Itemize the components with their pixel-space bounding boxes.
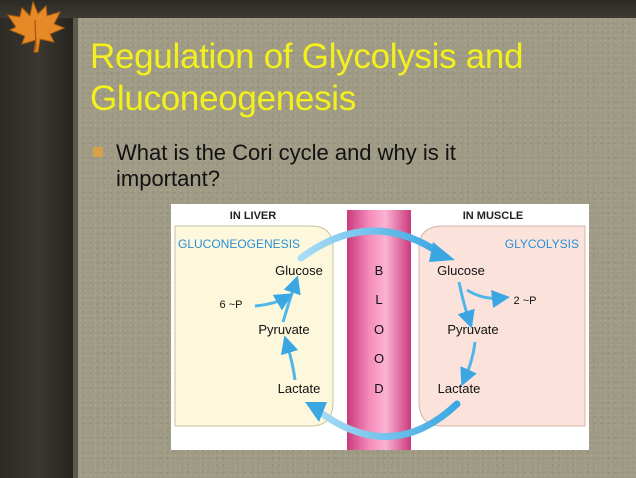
liver-energy-label: 6 ~P [220, 299, 243, 311]
muscle-process-label: GLYCOLYSIS [505, 237, 579, 251]
cori-cycle-diagram: IN LIVER IN MUSCLE GLUCONEOGENESIS GLYCO… [174, 210, 586, 450]
glucose-to-muscle-arrow [297, 227, 445, 262]
bullet-marker [93, 147, 103, 157]
muscle-energy-label: 2 ~P [514, 295, 537, 307]
muscle-pyruvate: Pyruvate [447, 322, 498, 337]
lactate-to-pyruvate-arrow [280, 335, 299, 381]
title-line-2: Gluconeogenesis [90, 79, 356, 118]
glucose-to-muscle-arrowhead [429, 242, 455, 262]
title-line-1: Regulation of Glycolysis and [90, 37, 524, 76]
muscle-header: IN MUSCLE [463, 210, 524, 222]
bullet-line-2: important? [116, 166, 220, 191]
blood-letter: L [375, 292, 382, 307]
blood-letter: D [374, 381, 383, 396]
cori-cycle-figure: IN LIVER IN MUSCLE GLUCONEOGENESIS GLYCO… [171, 204, 589, 450]
liver-energy-arrow [254, 293, 293, 311]
muscle-lactate: Lactate [438, 381, 481, 396]
lactate-to-liver-arrow [313, 400, 461, 441]
slide-edge [73, 18, 78, 478]
liver-header: IN LIVER [230, 210, 277, 222]
lactate-to-liver-arrowhead [305, 402, 327, 422]
left-decor-band [0, 0, 73, 478]
blood-letter: O [374, 351, 384, 366]
top-decor-band [0, 0, 636, 18]
liver-glucose: Glucose [275, 263, 323, 278]
liver-lactate: Lactate [278, 381, 321, 396]
blood-column [347, 210, 411, 450]
muscle-energy-arrow [466, 288, 510, 308]
slide-title: Regulation of Glycolysis and Gluconeogen… [90, 36, 620, 120]
bullet-text: What is the Cori cycle and why is it imp… [116, 140, 556, 192]
blood-letter: B [375, 263, 384, 278]
glucose-to-pyruvate-arrow [457, 281, 475, 329]
liver-pyruvate: Pyruvate [258, 322, 309, 337]
blood-letter: O [374, 322, 384, 337]
liver-process-label: GLUCONEOGENESIS [178, 237, 300, 251]
pyruvate-to-lactate-arrow [460, 341, 477, 387]
muscle-glucose: Glucose [437, 263, 485, 278]
bullet-line-1: What is the Cori cycle and why is it [116, 140, 456, 165]
maple-leaf-icon [6, 0, 66, 53]
